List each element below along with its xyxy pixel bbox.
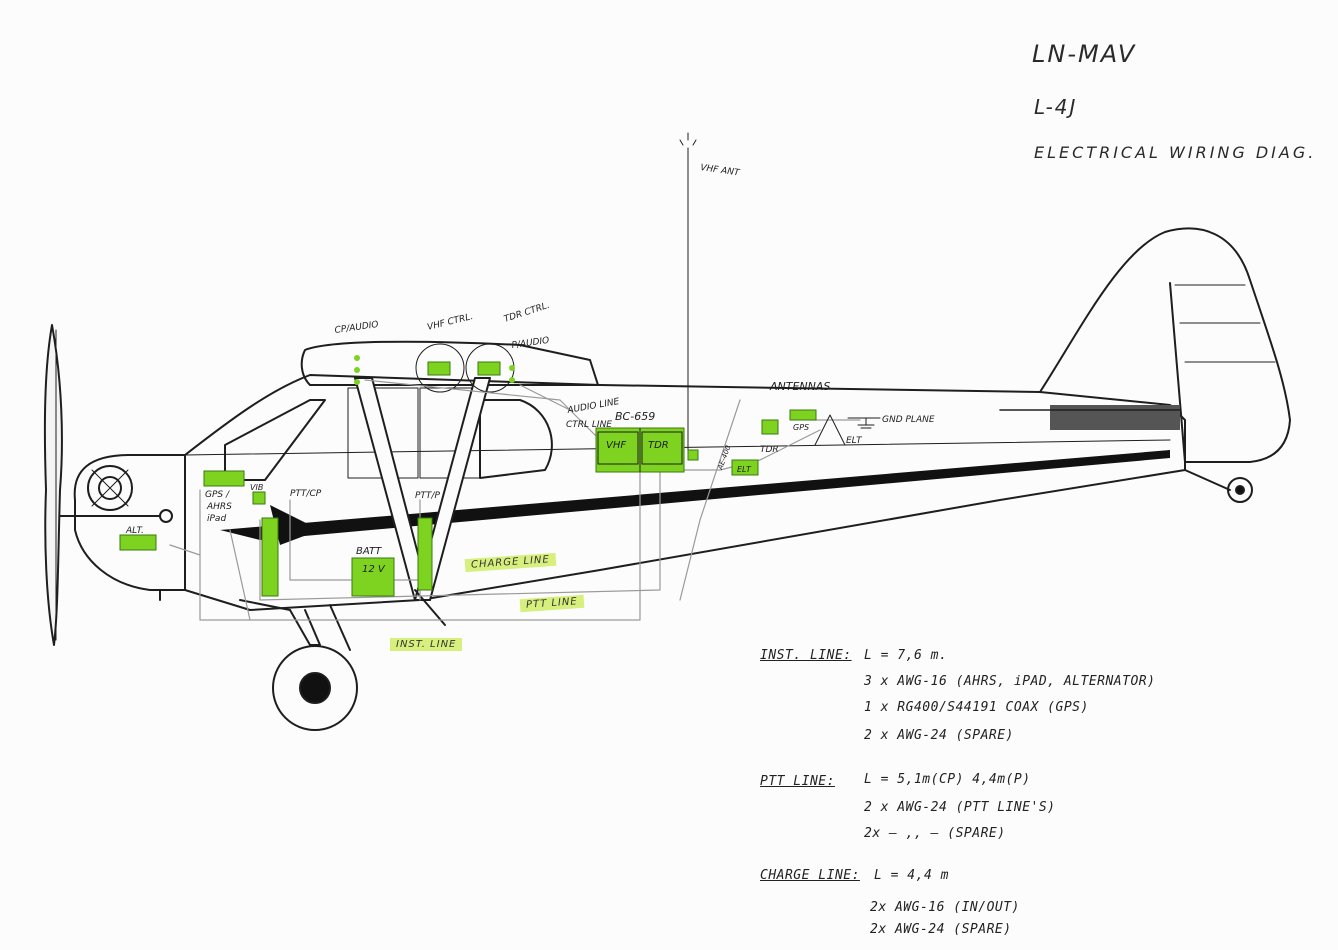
ptt-cp-label: PTT/CP bbox=[290, 489, 322, 499]
gps-antenna-label: GPS bbox=[793, 423, 809, 432]
batt-label: BATT bbox=[356, 546, 382, 557]
p-audio-label: P/AUDIO bbox=[511, 336, 550, 351]
tdr-ctrl-label: TDR CTRL. bbox=[503, 301, 551, 325]
ptt-line-item: 2x — ,, — (SPARE) bbox=[864, 826, 1006, 841]
propeller bbox=[43, 324, 63, 646]
landing-gear bbox=[272, 604, 358, 731]
vhf-ctrl-unit bbox=[427, 361, 451, 376]
tdr-antenna-label: TDR bbox=[760, 445, 779, 455]
antennas-label: ANTENNAS bbox=[769, 380, 830, 393]
ptt-p-label: PTT/P bbox=[415, 491, 440, 501]
diagram-title: ELECTRICAL WIRING DIAG. bbox=[1034, 143, 1317, 162]
batt-12v-label: 12 V bbox=[362, 564, 386, 575]
registration-title: LN-MAV bbox=[1032, 40, 1137, 68]
ground-plane-symbol bbox=[847, 417, 881, 429]
ptt-harness bbox=[261, 517, 279, 597]
model-title: L-4J bbox=[1034, 95, 1078, 119]
tail-section bbox=[999, 227, 1291, 503]
batt-box bbox=[351, 557, 395, 597]
inst-line-item: 1 x RG400/S44191 COAX (GPS) bbox=[864, 700, 1089, 715]
gnd-plane-label: GND PLANE bbox=[882, 415, 935, 425]
ptt-line-item: 2 x AWG-24 (PTT LINE'S) bbox=[864, 800, 1056, 815]
gps-ahrs-unit bbox=[203, 470, 245, 487]
alternator-unit bbox=[119, 534, 157, 551]
elt-antenna-label: ELT bbox=[846, 436, 863, 446]
vhf-antenna-mast bbox=[679, 132, 697, 461]
elt-box-label: ELT bbox=[737, 465, 752, 474]
inst-line-label: INST. LINE bbox=[390, 638, 463, 651]
tdr-antenna-box bbox=[761, 419, 779, 435]
engine-cowl bbox=[59, 454, 186, 601]
gps-ahrs-label: GPS / bbox=[205, 490, 230, 500]
charge-line-length: L = 4,4 m bbox=[874, 868, 949, 883]
ptt-line-heading: PTT LINE: bbox=[760, 774, 835, 789]
vib-label: VIB bbox=[250, 483, 263, 492]
vhf-box-label: VHF bbox=[606, 440, 626, 451]
ctrl-line-label: CTRL LINE bbox=[566, 420, 612, 430]
ahrs-label: AHRS bbox=[206, 502, 232, 512]
ipad-label: iPad bbox=[207, 514, 226, 524]
tdr-box-label: TDR bbox=[648, 440, 669, 451]
elt-antenna-symbol bbox=[814, 414, 846, 446]
inst-line-item: 2 x AWG-24 (SPARE) bbox=[864, 728, 1014, 743]
tdr-ctrl-unit bbox=[477, 361, 501, 376]
bc659-label: BC-659 bbox=[615, 410, 655, 423]
ptt-line-length: L = 5,1m(CP) 4,4m(P) bbox=[864, 772, 1031, 787]
ptt-harness-2 bbox=[417, 517, 433, 591]
vhf-ant-label: VHF ANT bbox=[700, 163, 742, 179]
audio-line-label: AUDIO LINE bbox=[566, 397, 621, 416]
cp-audio-label: CP/AUDIO bbox=[334, 320, 379, 336]
vib-unit bbox=[252, 491, 266, 505]
vhf-ctrl-label: VHF CTRL. bbox=[426, 312, 474, 333]
gps-antenna-box bbox=[789, 409, 817, 421]
fuselage bbox=[184, 374, 1186, 611]
panel-connector-dots bbox=[354, 355, 515, 385]
charge-line-item: 2x AWG-24 (SPARE) bbox=[870, 922, 1012, 937]
charge-line-heading: CHARGE LINE: bbox=[760, 868, 860, 883]
charge-line-item: 2x AWG-16 (IN/OUT) bbox=[870, 900, 1020, 915]
inst-line-item: 3 x AWG-16 (AHRS, iPAD, ALTERNATOR) bbox=[864, 674, 1156, 689]
inst-line-length: L = 7,6 m. bbox=[864, 648, 948, 663]
elt-box bbox=[731, 459, 759, 476]
inst-line-heading: INST. LINE: bbox=[760, 648, 852, 663]
panel-small-1 bbox=[687, 449, 699, 461]
alt-label: ALT. bbox=[125, 526, 144, 536]
